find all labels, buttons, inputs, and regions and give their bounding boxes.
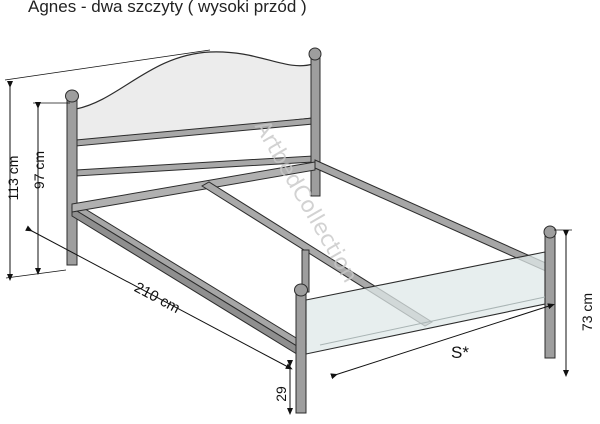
- dim-label-width: S*: [451, 343, 469, 362]
- dim-label-headboard-height: 97 cm: [31, 151, 47, 189]
- dim-line-width: [330, 303, 555, 380]
- headboard-finial-left: [65, 89, 79, 103]
- dim-ext-top-total: [4, 49, 211, 81]
- dim-label-leg-height: 29: [273, 386, 289, 402]
- headboard-post-left: [66, 98, 78, 266]
- side-rail-left-face: [71, 207, 301, 357]
- diagram-title: Agnes - dwa szczyty ( wysoki przód ): [28, 0, 307, 16]
- footboard-post-left: [295, 292, 307, 414]
- footboard-post-right: [544, 235, 556, 359]
- dim-label-total-height: 113 cm: [5, 156, 21, 201]
- head-rail: [71, 161, 316, 213]
- footboard-finial-left: [294, 283, 308, 297]
- headboard-panel: [75, 51, 314, 146]
- dim-ext-bottom-head: [5, 269, 67, 279]
- headboard-finial-right: [308, 47, 322, 61]
- dim-line-length: [25, 225, 293, 370]
- headboard-post-right: [310, 57, 321, 197]
- footboard-finial-right: [543, 225, 557, 239]
- dim-label-footboard-height: 73 cm: [579, 293, 595, 331]
- dim-label-length: 210 cm: [131, 279, 182, 317]
